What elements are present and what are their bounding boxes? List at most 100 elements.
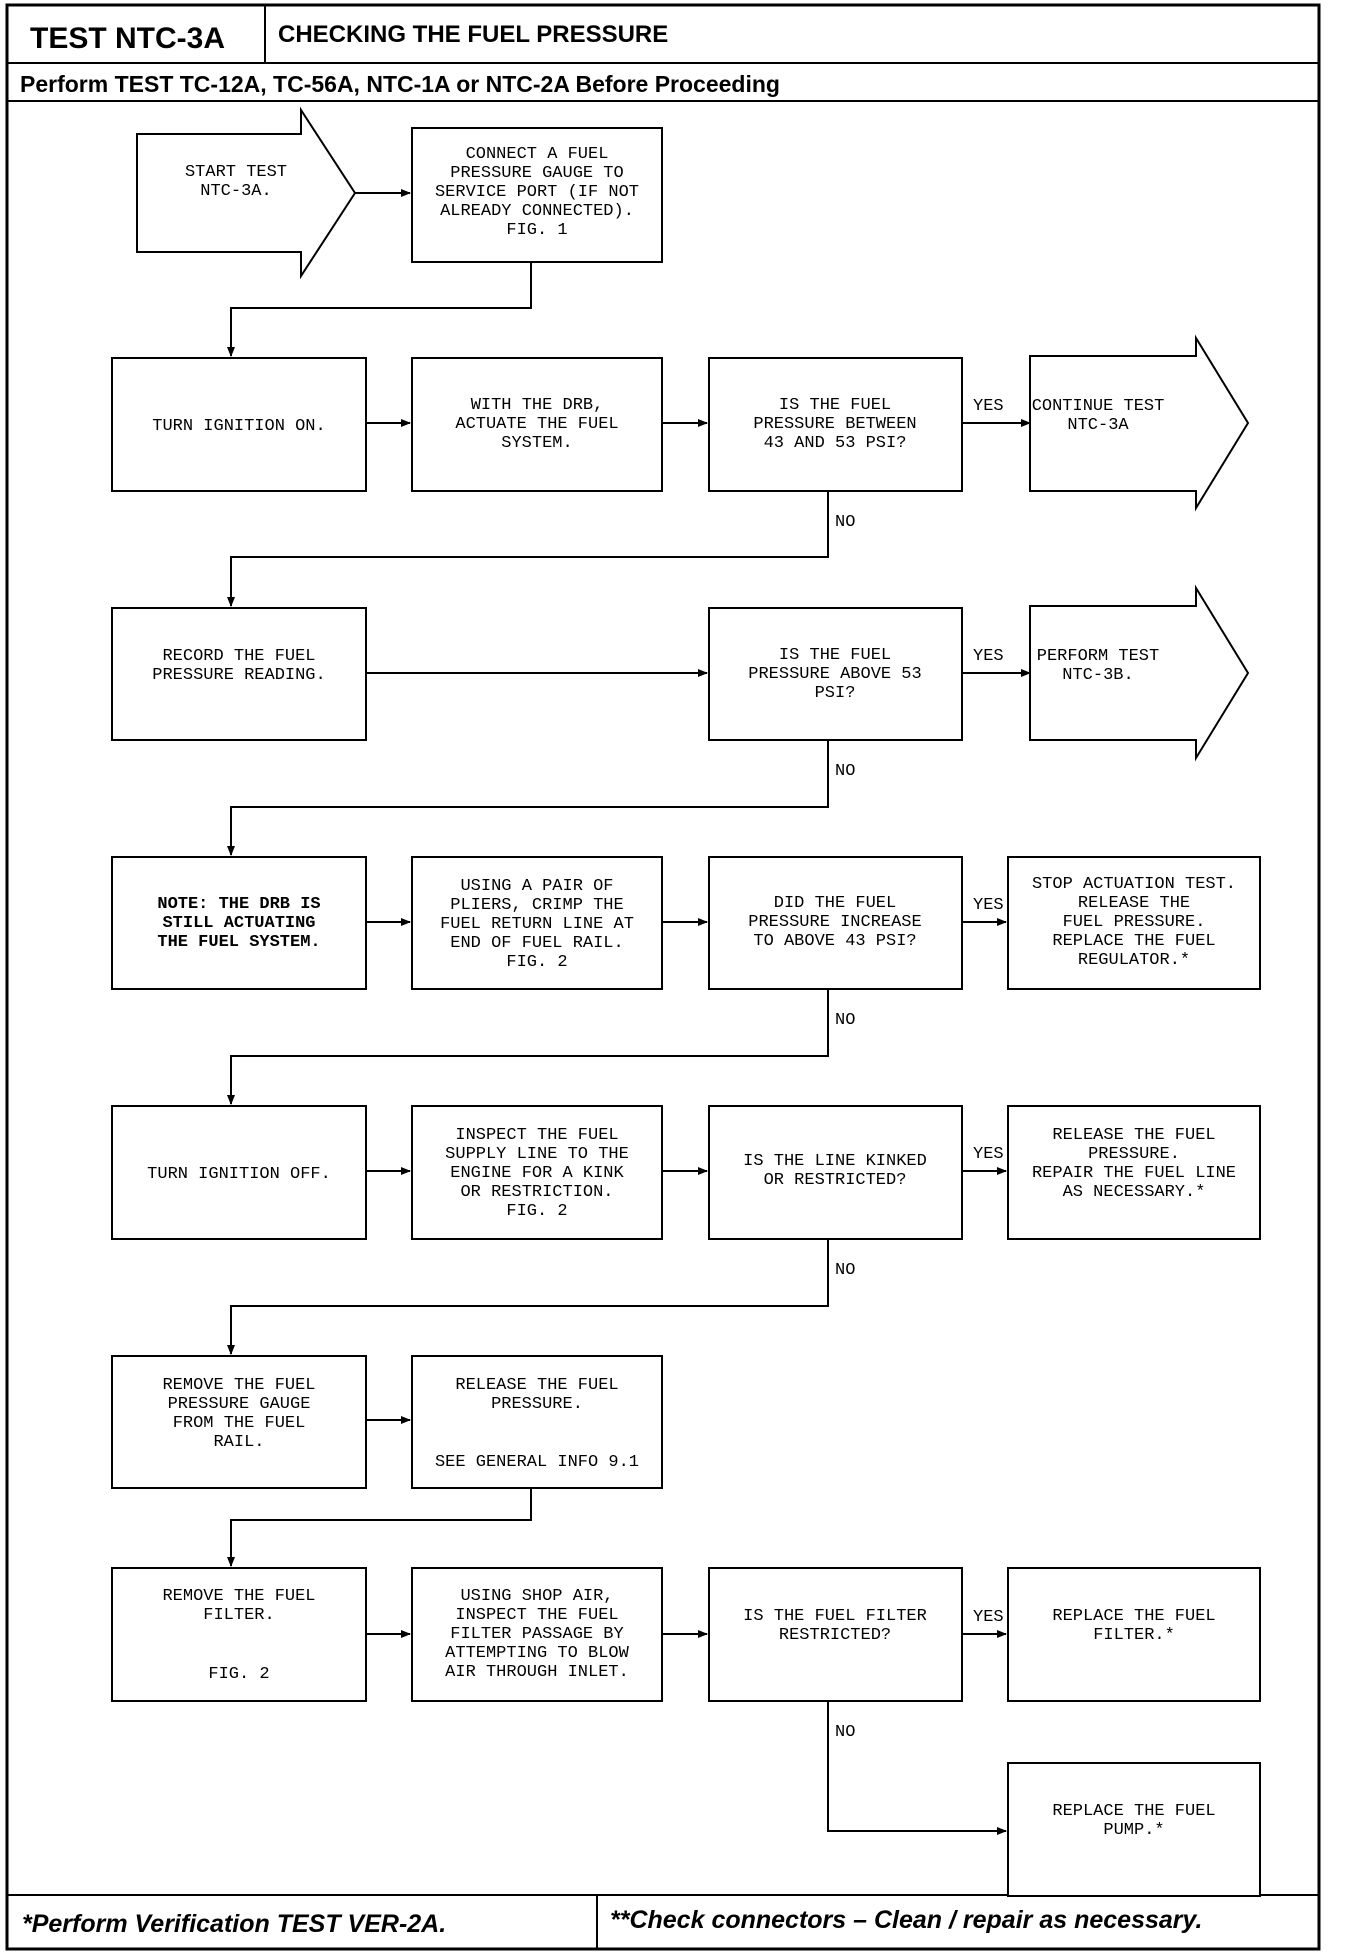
- text-line: PRESSURE ABOVE 53: [748, 665, 921, 684]
- text-line: TURN IGNITION OFF.: [147, 1165, 331, 1184]
- text-line: SUPPLY LINE TO THE: [445, 1145, 629, 1164]
- text-line: FIG. 2: [506, 953, 567, 972]
- text-line: STILL ACTUATING: [162, 914, 315, 933]
- text-line: FIG. 2: [506, 1202, 567, 1221]
- text-line: PUMP.*: [1103, 1821, 1164, 1840]
- text-line: WITH THE DRB,: [471, 396, 604, 415]
- q-between-box: [708, 357, 963, 492]
- q-above53-box: [708, 607, 963, 741]
- note-box: [111, 856, 367, 990]
- text-line: NTC-3A: [1067, 416, 1129, 435]
- text-line: 43 AND 53 PSI?: [764, 434, 907, 453]
- text-line: ATTEMPTING TO BLOW: [445, 1644, 629, 1663]
- text-line: FROM THE FUEL: [173, 1414, 306, 1433]
- remove-filter-figure-ref: FIG. 2: [208, 1665, 269, 1684]
- page-title: CHECKING THE FUEL PRESSURE: [278, 21, 668, 48]
- text-line: SYSTEM.: [501, 434, 572, 453]
- no-label: NO: [835, 762, 855, 781]
- text-line: PRESSURE.: [1088, 1145, 1180, 1164]
- text-line: FILTER.*: [1093, 1626, 1175, 1645]
- text-line: FUEL PRESSURE.: [1063, 913, 1206, 932]
- text-line: NTC-3B.: [1062, 666, 1133, 685]
- remove-gauge-box: [111, 1355, 367, 1489]
- text-line: AIR THROUGH INLET.: [445, 1663, 629, 1682]
- text-line: FILTER.: [203, 1606, 274, 1625]
- flow-boxes: [111, 127, 1261, 1897]
- q-increase-box: [708, 856, 963, 990]
- no-label: NO: [835, 1011, 855, 1030]
- text-line: PLIERS, CRIMP THE: [450, 896, 623, 915]
- text-line: RELEASE THE: [1078, 894, 1190, 913]
- text-line: IS THE FUEL FILTER: [743, 1607, 927, 1626]
- text-line: FILTER PASSAGE BY: [450, 1625, 623, 1644]
- shop-air-box: [411, 1567, 663, 1702]
- text-line: OR RESTRICTION.: [460, 1183, 613, 1202]
- continue-arrow-shape: [1029, 334, 1250, 512]
- text-line: REGULATOR.*: [1078, 951, 1190, 970]
- text-line: NTC-3A.: [200, 182, 271, 201]
- text-line: OR RESTRICTED?: [764, 1171, 907, 1190]
- text-line: RECORD THE FUEL: [162, 647, 315, 666]
- flow-connectors: [227, 189, 1031, 1835]
- text-line: INSPECT THE FUEL: [455, 1126, 618, 1145]
- perform-arrow-shape: [1029, 584, 1250, 762]
- footer-connector-note: **Check connectors – Clean / repair as n…: [610, 1906, 1202, 1934]
- text-line: REPAIR THE FUEL LINE: [1032, 1164, 1236, 1183]
- yes-label: YES: [973, 397, 1004, 416]
- replace-pump-box: [1007, 1762, 1261, 1897]
- ignition-on-box: [111, 357, 367, 492]
- replace-regulator-box: [1007, 856, 1261, 990]
- text-line: INSPECT THE FUEL: [455, 1606, 618, 1625]
- text-line: CONNECT A FUEL: [466, 145, 609, 164]
- text-line: FUEL RETURN LINE AT: [440, 915, 634, 934]
- replace-filter-box: [1007, 1567, 1261, 1702]
- text-line: START TEST: [185, 163, 287, 182]
- text-line: DID THE FUEL: [774, 894, 896, 913]
- prerequisite-note: Perform TEST TC-12A, TC-56A, NTC-1A or N…: [20, 71, 780, 97]
- release-pressure-box: [411, 1355, 663, 1489]
- start-arrow-shape: [136, 106, 357, 280]
- repair-line-box: [1007, 1105, 1261, 1240]
- text-line: USING A PAIR OF: [460, 877, 613, 896]
- text-line: RELEASE THE FUEL: [455, 1376, 618, 1395]
- text-line: RAIL.: [213, 1433, 264, 1452]
- text-line: ENGINE FOR A KINK: [450, 1164, 624, 1183]
- text-line: PERFORM TEST: [1037, 647, 1159, 666]
- no-label: NO: [835, 513, 855, 532]
- text-line: REMOVE THE FUEL: [162, 1376, 315, 1395]
- text-line: ACTUATE THE FUEL: [455, 415, 618, 434]
- release-pressure-reference: SEE GENERAL INFO 9.1: [435, 1453, 639, 1472]
- text-line: PRESSURE GAUGE TO: [450, 164, 623, 183]
- text-line: CONTINUE TEST: [1032, 397, 1165, 416]
- text-line: IS THE FUEL: [779, 396, 891, 415]
- yes-label: YES: [973, 896, 1004, 915]
- text-line: REPLACE THE FUEL: [1052, 932, 1215, 951]
- text-line: ALREADY CONNECTED).: [440, 202, 634, 221]
- text-line: REPLACE THE FUEL: [1052, 1607, 1215, 1626]
- test-id: TEST NTC-3A: [30, 22, 225, 55]
- text-line: FIG. 1: [506, 221, 567, 240]
- actuate-box: [411, 357, 663, 492]
- text-line: PRESSURE GAUGE: [168, 1395, 311, 1414]
- remove-filter-box: [111, 1567, 367, 1702]
- text-line: TO ABOVE 43 PSI?: [753, 932, 916, 951]
- crimp-box: [411, 856, 663, 990]
- q-filter-box: [708, 1567, 963, 1702]
- text-line: IS THE LINE KINKED: [743, 1152, 927, 1171]
